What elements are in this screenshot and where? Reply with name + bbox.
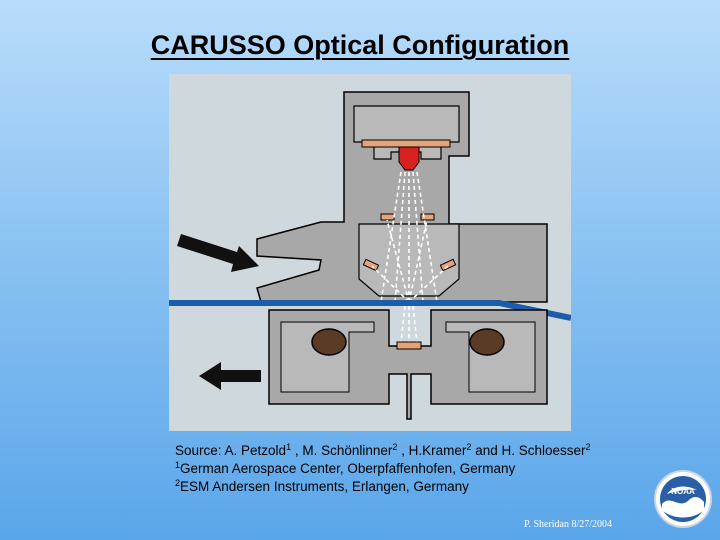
detector-right-lower: [439, 258, 457, 272]
o-ring-right: [469, 328, 505, 356]
lower-left-cavity: [280, 321, 375, 393]
lower-right-cavity: [445, 321, 536, 393]
author-schloesser: and H. Schloesser: [471, 443, 586, 458]
inflow-arrow-icon: [177, 234, 259, 272]
authors-line: Source: A. Petzold1 , M. Schönlinner2 , …: [175, 442, 615, 460]
detector-left-lower: [362, 258, 380, 272]
o-ring-left: [311, 328, 347, 356]
affiliation-marker: 1: [286, 442, 292, 452]
light-source: [398, 146, 420, 171]
logo-text: NOAA: [671, 487, 695, 496]
slide-title: CARUSSO Optical Configuration: [150, 30, 570, 60]
affiliation-number: 1: [175, 460, 181, 470]
top-detector-plate: [361, 139, 451, 148]
affiliation-text: German Aerospace Center, Oberpfaffenhofe…: [180, 461, 516, 476]
affiliation-text: ESM Andersen Instruments, Erlangen, Germ…: [180, 479, 469, 494]
author-schoenlinner: , M. Schönlinner: [291, 443, 393, 458]
affiliation-number: 2: [175, 478, 181, 488]
author-petzold: Source: A. Petzold: [175, 443, 287, 458]
source-credits: Source: A. Petzold1 , M. Schönlinner2 , …: [175, 442, 615, 496]
affiliation-marker: 2: [466, 442, 472, 452]
bottom-detector: [396, 341, 422, 350]
noaa-logo-icon: NOAA: [654, 470, 712, 528]
outflow-arrow-icon: [199, 362, 261, 390]
detector-left-upper: [380, 213, 395, 221]
upper-housing: [256, 91, 548, 303]
affiliation-2: 2ESM Andersen Instruments, Erlangen, Ger…: [175, 478, 615, 496]
detector-right-upper: [420, 213, 435, 221]
affiliation-marker: 2: [392, 442, 398, 452]
footer-credit: P. Sheridan 8/27/2004: [524, 519, 613, 530]
author-kramer: , H.Kramer: [397, 443, 467, 458]
optical-diagram-svg: [169, 91, 571, 420]
affiliation-1: 1German Aerospace Center, Oberpfaffenhof…: [175, 460, 615, 478]
light-rays: [371, 171, 449, 343]
affiliation-marker: 2: [585, 442, 591, 452]
optical-diagram: [169, 74, 571, 431]
